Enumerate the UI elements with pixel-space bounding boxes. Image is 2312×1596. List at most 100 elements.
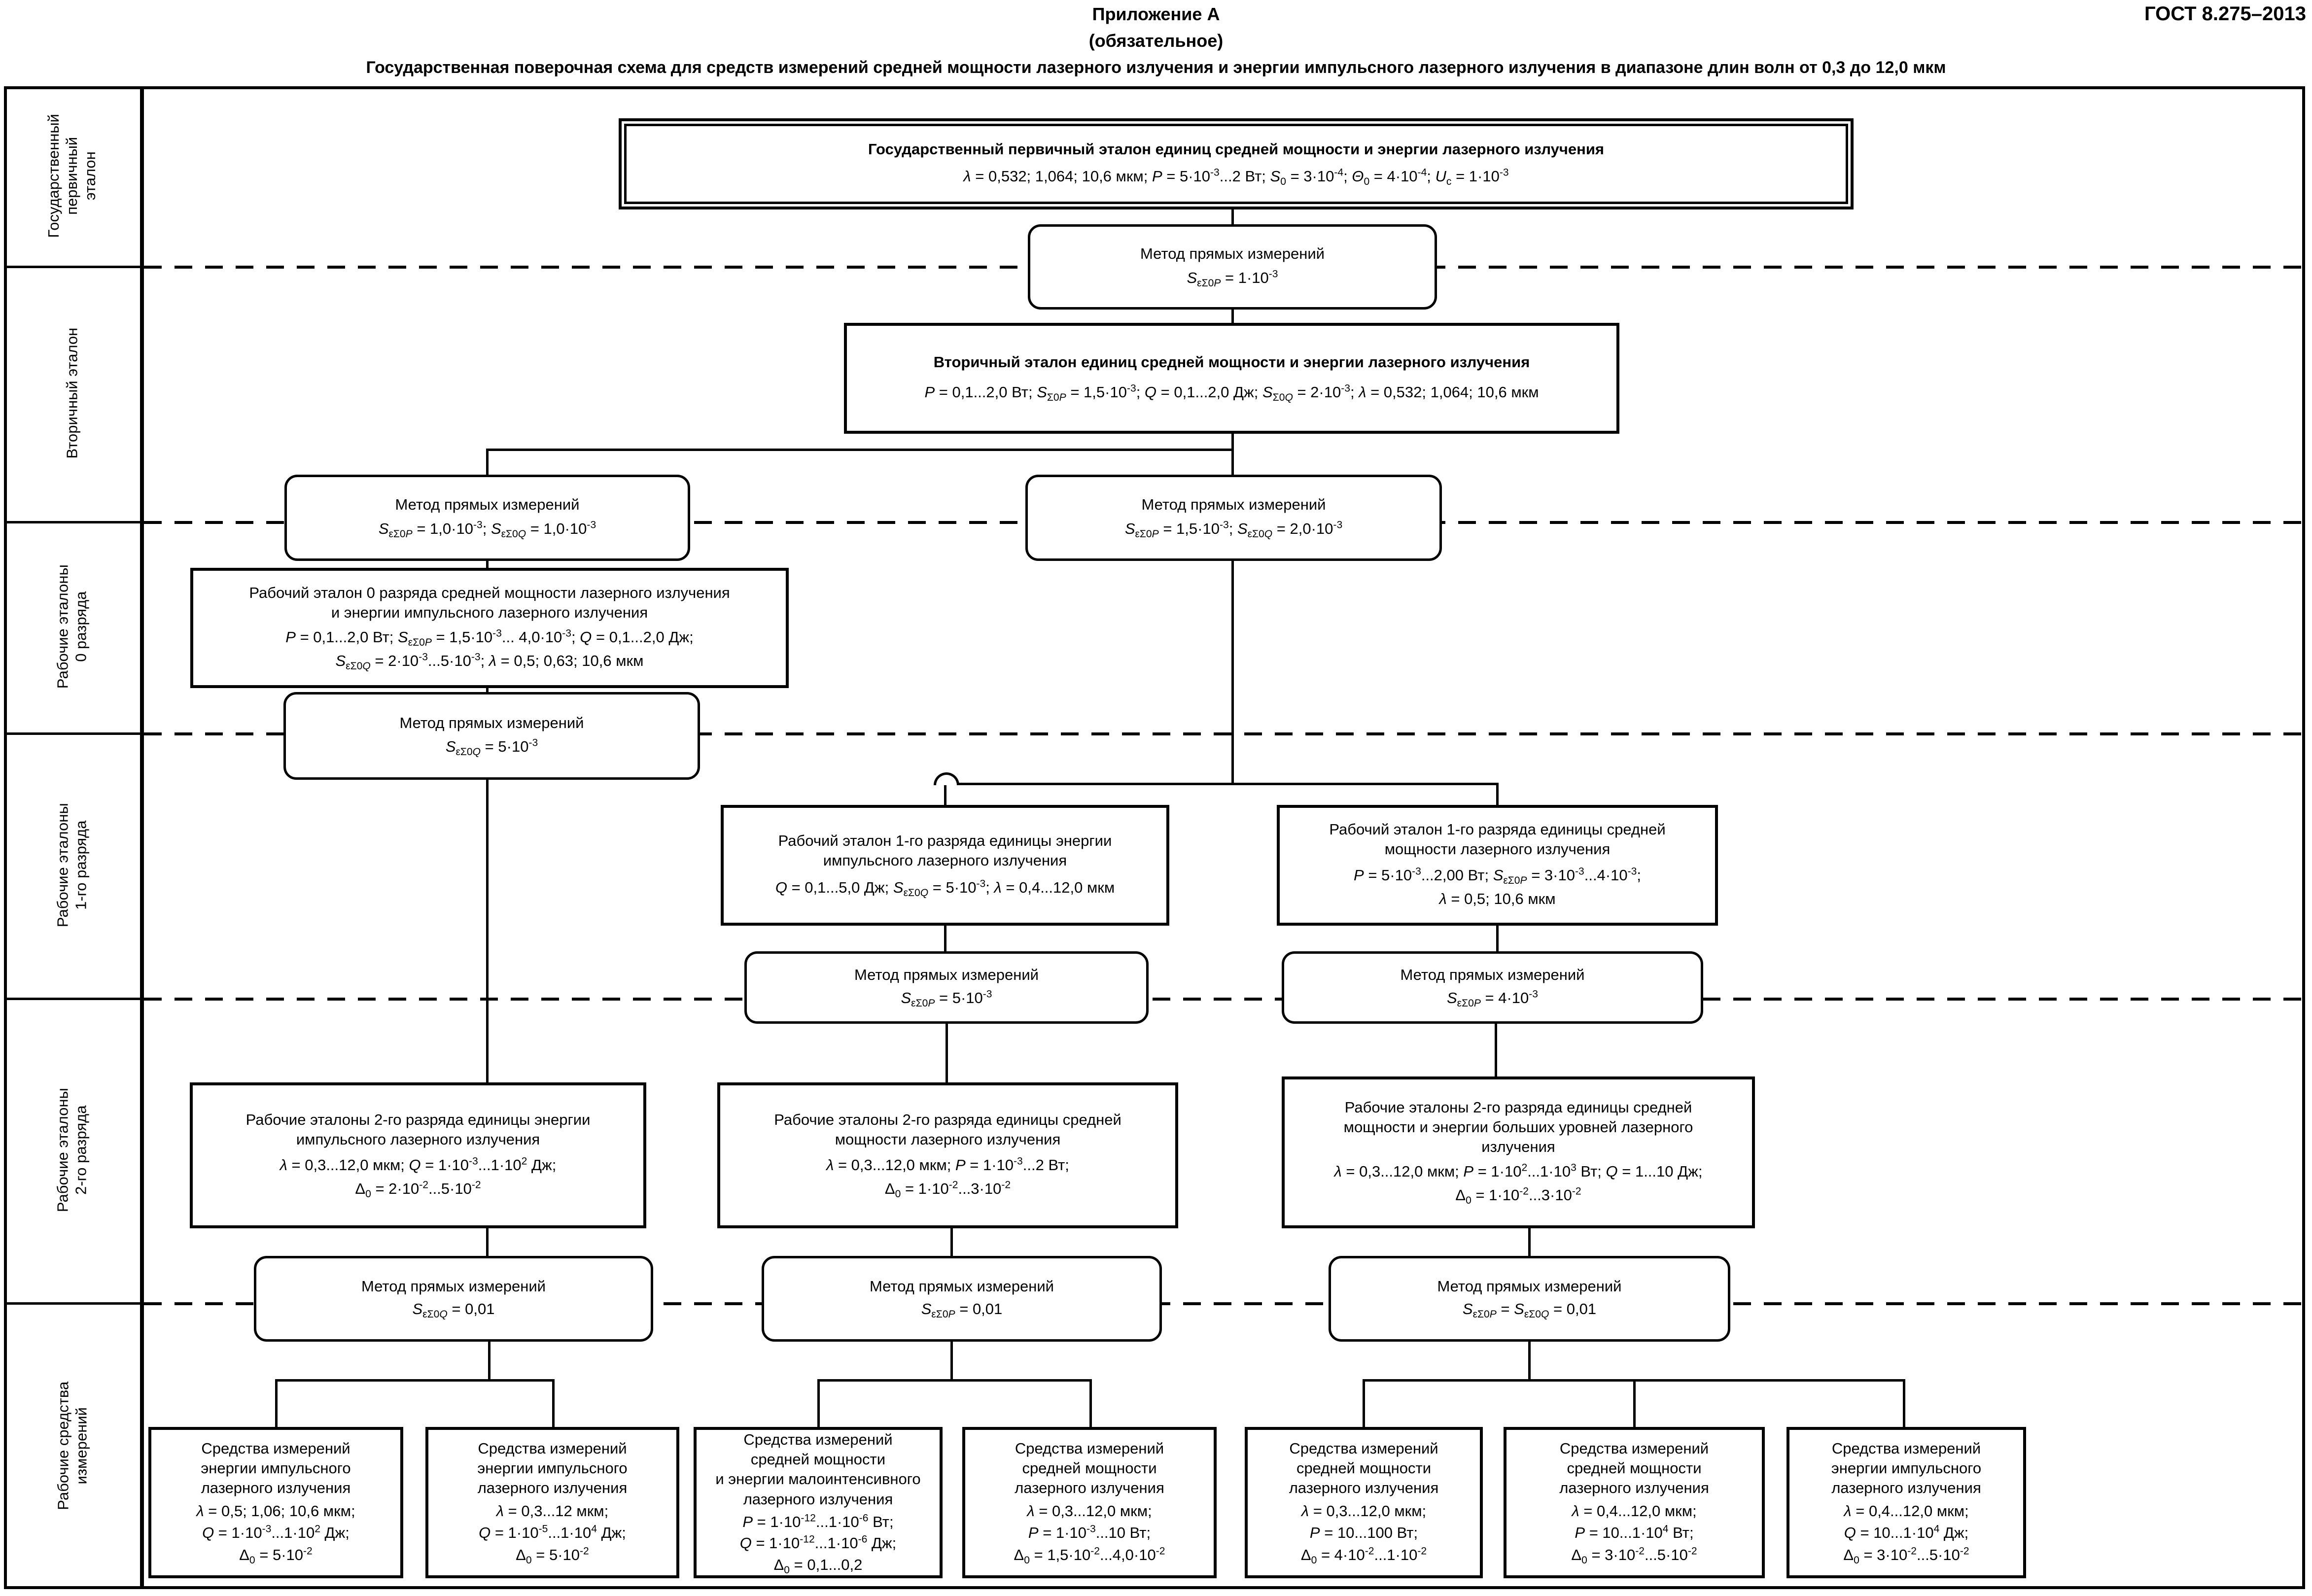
method-label: Метод прямых измерений — [1140, 245, 1325, 263]
standard-number: ГОСТ 8.275–2013 — [2144, 3, 2306, 25]
method-label: Метод прямых измерений — [1437, 1277, 1622, 1295]
box-title: Государственный первичный эталон единиц … — [868, 140, 1604, 158]
connector-line — [1496, 925, 1499, 952]
connector-line — [488, 1341, 490, 1381]
sidebar-row-divider — [4, 732, 144, 735]
box-formula: λ = 0,4...12,0 мкм;P = 10...1·104 Вт;Δ0 … — [1571, 1502, 1697, 1566]
box-formula: λ = 0,3...12,0 мкм;P = 1·10-3...10 Вт;Δ0… — [1014, 1502, 1165, 1566]
connector-line — [486, 1227, 489, 1257]
box-formula: λ = 0,532; 1,064; 10,6 мкм; P = 5·10-3..… — [963, 167, 1509, 187]
sidebar-row-divider — [4, 998, 144, 1000]
connector-line — [1089, 1379, 1092, 1428]
method-formula: SεΣ0P = 1·10-3 — [1187, 268, 1278, 289]
connector-line — [1528, 1341, 1531, 1381]
method-label: Метод прямых измерений — [361, 1277, 546, 1295]
connector-line — [1633, 1379, 1636, 1428]
we2-energy-box: Рабочие эталоны 2-го разряда единицы эне… — [190, 1082, 646, 1228]
connector-line — [486, 449, 1233, 451]
we1-energy-box: Рабочий эталон 1-го разряда единицы энер… — [721, 805, 1169, 926]
appendix-heading: Приложение А — [1092, 4, 1220, 24]
box-title: Рабочий эталон 1-го разряда единицы сред… — [1329, 821, 1666, 858]
box-formula: P = 1·10-12...1·10-6 Вт;Q = 1·10-12...1·… — [739, 1512, 897, 1576]
connector-line — [1231, 449, 1234, 476]
secondary-etalon-box: Вторичный эталон единиц средней мощности… — [844, 323, 1619, 434]
method-box-we0: Метод прямых измерений SεΣ0Q = 5·10-3 — [283, 692, 700, 780]
box-formula: P = 5·10-3...2,00 Вт; SεΣ0P = 3·10-3...4… — [1354, 866, 1641, 907]
box-formula: Q = 0,1...5,0 Дж; SεΣ0Q = 5·10-3; λ = 0,… — [775, 878, 1115, 899]
appendix-note: (обязательное) — [1088, 31, 1224, 51]
method-box-we2-left: Метод прямых измерений SεΣ0Q = 0,01 — [254, 1256, 653, 1342]
level-boundary-dashed-line — [144, 732, 2305, 735]
box-title: Рабочие эталоны 2-го разряда единицы эне… — [245, 1110, 591, 1148]
connector-line — [486, 779, 489, 1083]
box-formula: P = 0,1...2,0 Вт; SεΣ0P = 1,5·10-3... 4,… — [285, 627, 694, 672]
method-formula: SεΣ0P = 5·10-3 — [901, 988, 992, 1009]
box-formula: P = 0,1...2,0 Вт; SΣ0P = 1,5·10-3; Q = 0… — [924, 382, 1539, 403]
connector-line — [486, 687, 489, 693]
method-label: Метод прямых измерений — [395, 496, 580, 514]
connector-line — [1231, 433, 1234, 450]
connector-line — [1495, 1023, 1497, 1083]
connector-line — [950, 1227, 953, 1257]
box-title: Вторичный эталон единиц средней мощности… — [933, 353, 1530, 371]
box-title: Рабочий эталон 0 разряда средней мощност… — [249, 584, 730, 621]
sidebar-row-divider — [4, 266, 144, 268]
method-box-secondary-right: Метод прямых измерений SεΣ0P = 1,5·10-3;… — [1025, 475, 1442, 561]
connector-line — [486, 560, 489, 569]
sidebar-row-divider — [4, 521, 144, 523]
connector-line — [486, 449, 489, 476]
connector-line — [817, 1379, 820, 1428]
double-border — [624, 124, 1848, 204]
connector-line — [944, 925, 946, 952]
method-formula: SεΣ0P = 0,01 — [921, 1300, 1003, 1320]
box-formula: λ = 0,5; 1,06; 10,6 мкм;Q = 1·10-3...1·1… — [196, 1502, 355, 1566]
method-box-secondary-left: Метод прямых измерений SεΣ0P = 1,0·10-3;… — [284, 475, 690, 561]
box-title: Рабочие эталоны 2-го разряда единицы сре… — [1343, 1098, 1693, 1156]
we0-box: Рабочий эталон 0 разряда средней мощност… — [190, 568, 789, 688]
level-boundary-dashed-line — [144, 1302, 2305, 1305]
method-formula: SεΣ0P = SεΣ0Q = 0,01 — [1462, 1300, 1597, 1320]
box-title: Рабочий эталон 1-го разряда единицы энер… — [778, 832, 1112, 869]
connector-line — [1903, 1379, 1905, 1428]
method-formula: SεΣ0P = 1,0·10-3; SεΣ0Q = 1,0·10-3 — [378, 519, 596, 540]
we1-power-box: Рабочий эталон 1-го разряда единицы сред… — [1277, 805, 1718, 926]
method-label: Метод прямых измерений — [1141, 496, 1326, 514]
sidebar-row-secondary: Вторичный эталон — [4, 266, 140, 521]
box-formula: λ = 0,3...12,0 мкм;P = 10...100 Вт;Δ0 = … — [1300, 1502, 1427, 1566]
sidebar-row-divider — [4, 1302, 144, 1305]
connector-line — [1231, 309, 1234, 324]
method-box-primary: Метод прямых измерений SεΣ0P = 1·10-3 — [1028, 224, 1437, 310]
connector-line — [552, 1379, 555, 1428]
method-label: Метод прямых измерений — [870, 1277, 1054, 1295]
primary-etalon-box: Государственный первичный эталон единиц … — [619, 118, 1854, 209]
we2-power-energy-box: Рабочие эталоны 2-го разряда единицы сре… — [1282, 1076, 1755, 1228]
level-boundary-dashed-line — [144, 998, 2305, 1001]
connector-line — [1231, 560, 1234, 785]
box-formula: λ = 0,3...12,0 мкм; Q = 1·10-3...1·102 Д… — [280, 1155, 557, 1200]
box-formula: λ = 0,3...12,0 мкм; P = 1·10-3...2 Вт;Δ0… — [826, 1155, 1069, 1200]
method-box-we2-middle: Метод прямых измерений SεΣ0P = 0,01 — [762, 1256, 1162, 1342]
method-label: Метод прямых измерений — [854, 966, 1039, 984]
connector-line — [1496, 783, 1499, 806]
method-box-we1-left: Метод прямых измерений SεΣ0P = 5·10-3 — [744, 951, 1149, 1024]
connector-line — [946, 1023, 948, 1083]
